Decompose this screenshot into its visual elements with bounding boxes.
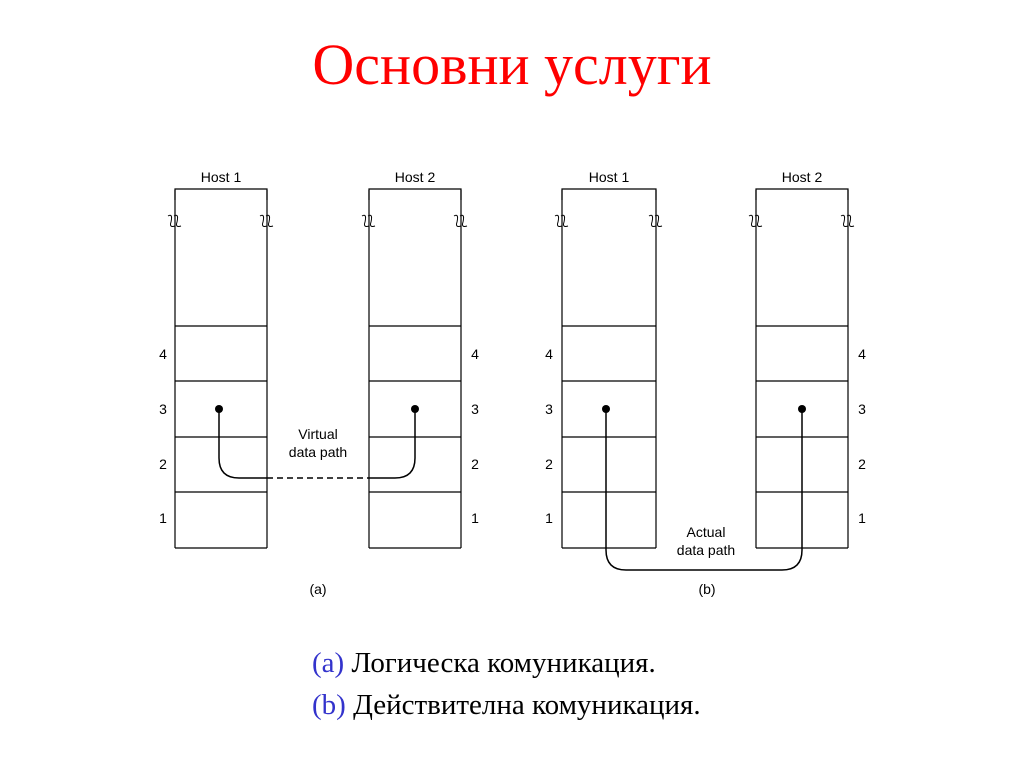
captions: (a) Логическа комуникация. (b) Действите… bbox=[312, 642, 701, 726]
path-label-line1: Virtual bbox=[298, 426, 337, 442]
host2-label: Host 2 bbox=[395, 169, 436, 185]
layer-number: 4 bbox=[471, 346, 479, 362]
caption-b: (b) Действителна комуникация. bbox=[312, 684, 701, 726]
layer-number: 3 bbox=[545, 401, 553, 417]
layer-number: 2 bbox=[159, 456, 167, 472]
break-mark-icon bbox=[361, 214, 468, 227]
layer-number: 1 bbox=[159, 510, 167, 526]
virtual-path-left bbox=[218, 409, 267, 479]
host2-bracket bbox=[755, 188, 849, 200]
layer-number: 2 bbox=[471, 456, 479, 472]
path-label-line1: Actual bbox=[687, 524, 726, 540]
panel-label: (b) bbox=[698, 581, 715, 597]
layer-number: 4 bbox=[545, 346, 553, 362]
layer-number: 1 bbox=[545, 510, 553, 526]
host1-bracket bbox=[174, 188, 268, 200]
layer-number: 4 bbox=[159, 346, 167, 362]
caption-prefix: (a) bbox=[312, 647, 345, 679]
panel-a: Host 1 Host 2 4 3 2 1 4 3 bbox=[159, 169, 479, 597]
host2-label: Host 2 bbox=[782, 169, 823, 185]
break-mark-icon bbox=[748, 214, 855, 227]
host1-stack bbox=[561, 190, 657, 549]
slide-title: Основни услуги bbox=[312, 32, 712, 97]
host1-bracket bbox=[561, 188, 657, 200]
panel-b: Host 1 Host 2 4 3 2 1 4 3 bbox=[545, 169, 866, 597]
panel-label: (a) bbox=[309, 581, 326, 597]
layer-number: 2 bbox=[545, 456, 553, 472]
host1-label: Host 1 bbox=[589, 169, 630, 185]
caption-prefix: (b) bbox=[312, 689, 346, 721]
actual-path bbox=[605, 409, 803, 571]
host2-bracket bbox=[368, 188, 462, 200]
caption-text: Логическа комуникация. bbox=[351, 647, 656, 679]
host2-stack bbox=[368, 190, 462, 549]
layer-number: 3 bbox=[159, 401, 167, 417]
host1-label: Host 1 bbox=[201, 169, 242, 185]
path-label-line2: data path bbox=[677, 542, 735, 558]
break-mark-icon bbox=[167, 214, 274, 227]
layer-number: 3 bbox=[471, 401, 479, 417]
layer-number: 2 bbox=[858, 456, 866, 472]
layer-number: 1 bbox=[858, 510, 866, 526]
layer-number: 4 bbox=[858, 346, 866, 362]
virtual-path-right bbox=[369, 409, 416, 479]
break-mark-icon bbox=[554, 214, 663, 227]
path-label-line2: data path bbox=[289, 444, 347, 460]
caption-a: (a) Логическа комуникация. bbox=[312, 642, 701, 684]
layer-number: 1 bbox=[471, 510, 479, 526]
host1-stack bbox=[174, 190, 268, 549]
layer-number: 3 bbox=[858, 401, 866, 417]
caption-text: Действителна комуникация. bbox=[353, 689, 701, 721]
